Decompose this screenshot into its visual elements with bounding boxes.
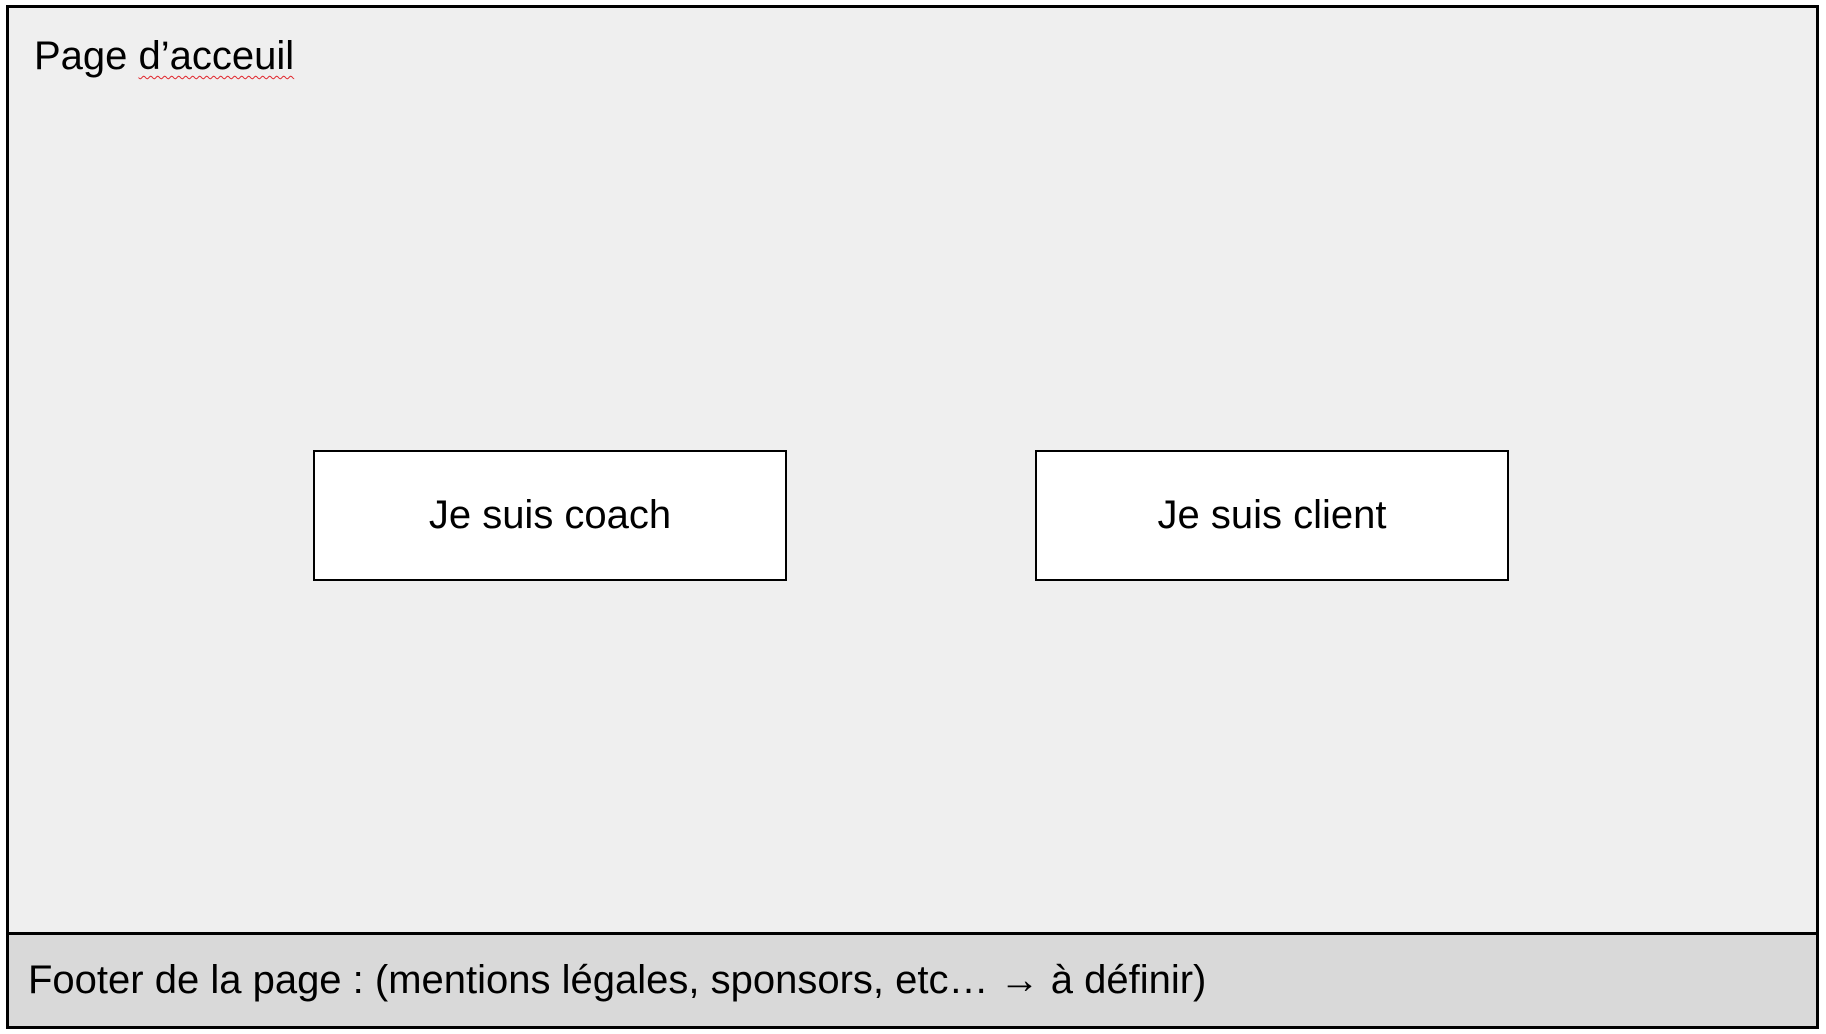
page-title-misspelled-word: d’acceuil [138, 34, 295, 78]
coach-button-label: Je suis coach [428, 493, 672, 537]
page-title-prefix: Page [34, 34, 139, 78]
footer-text: Footer de la page : (mentions légales, s… [28, 958, 1207, 1002]
coach-button[interactable]: Je suis coach [313, 450, 787, 581]
page-footer: Footer de la page : (mentions légales, s… [9, 932, 1816, 1026]
wireframe-frame: Page d’acceuil Je suis coach Je suis cli… [6, 5, 1819, 1029]
client-button-label: Je suis client [1157, 493, 1387, 537]
page-title: Page d’acceuil [34, 36, 294, 76]
client-button[interactable]: Je suis client [1035, 450, 1509, 581]
